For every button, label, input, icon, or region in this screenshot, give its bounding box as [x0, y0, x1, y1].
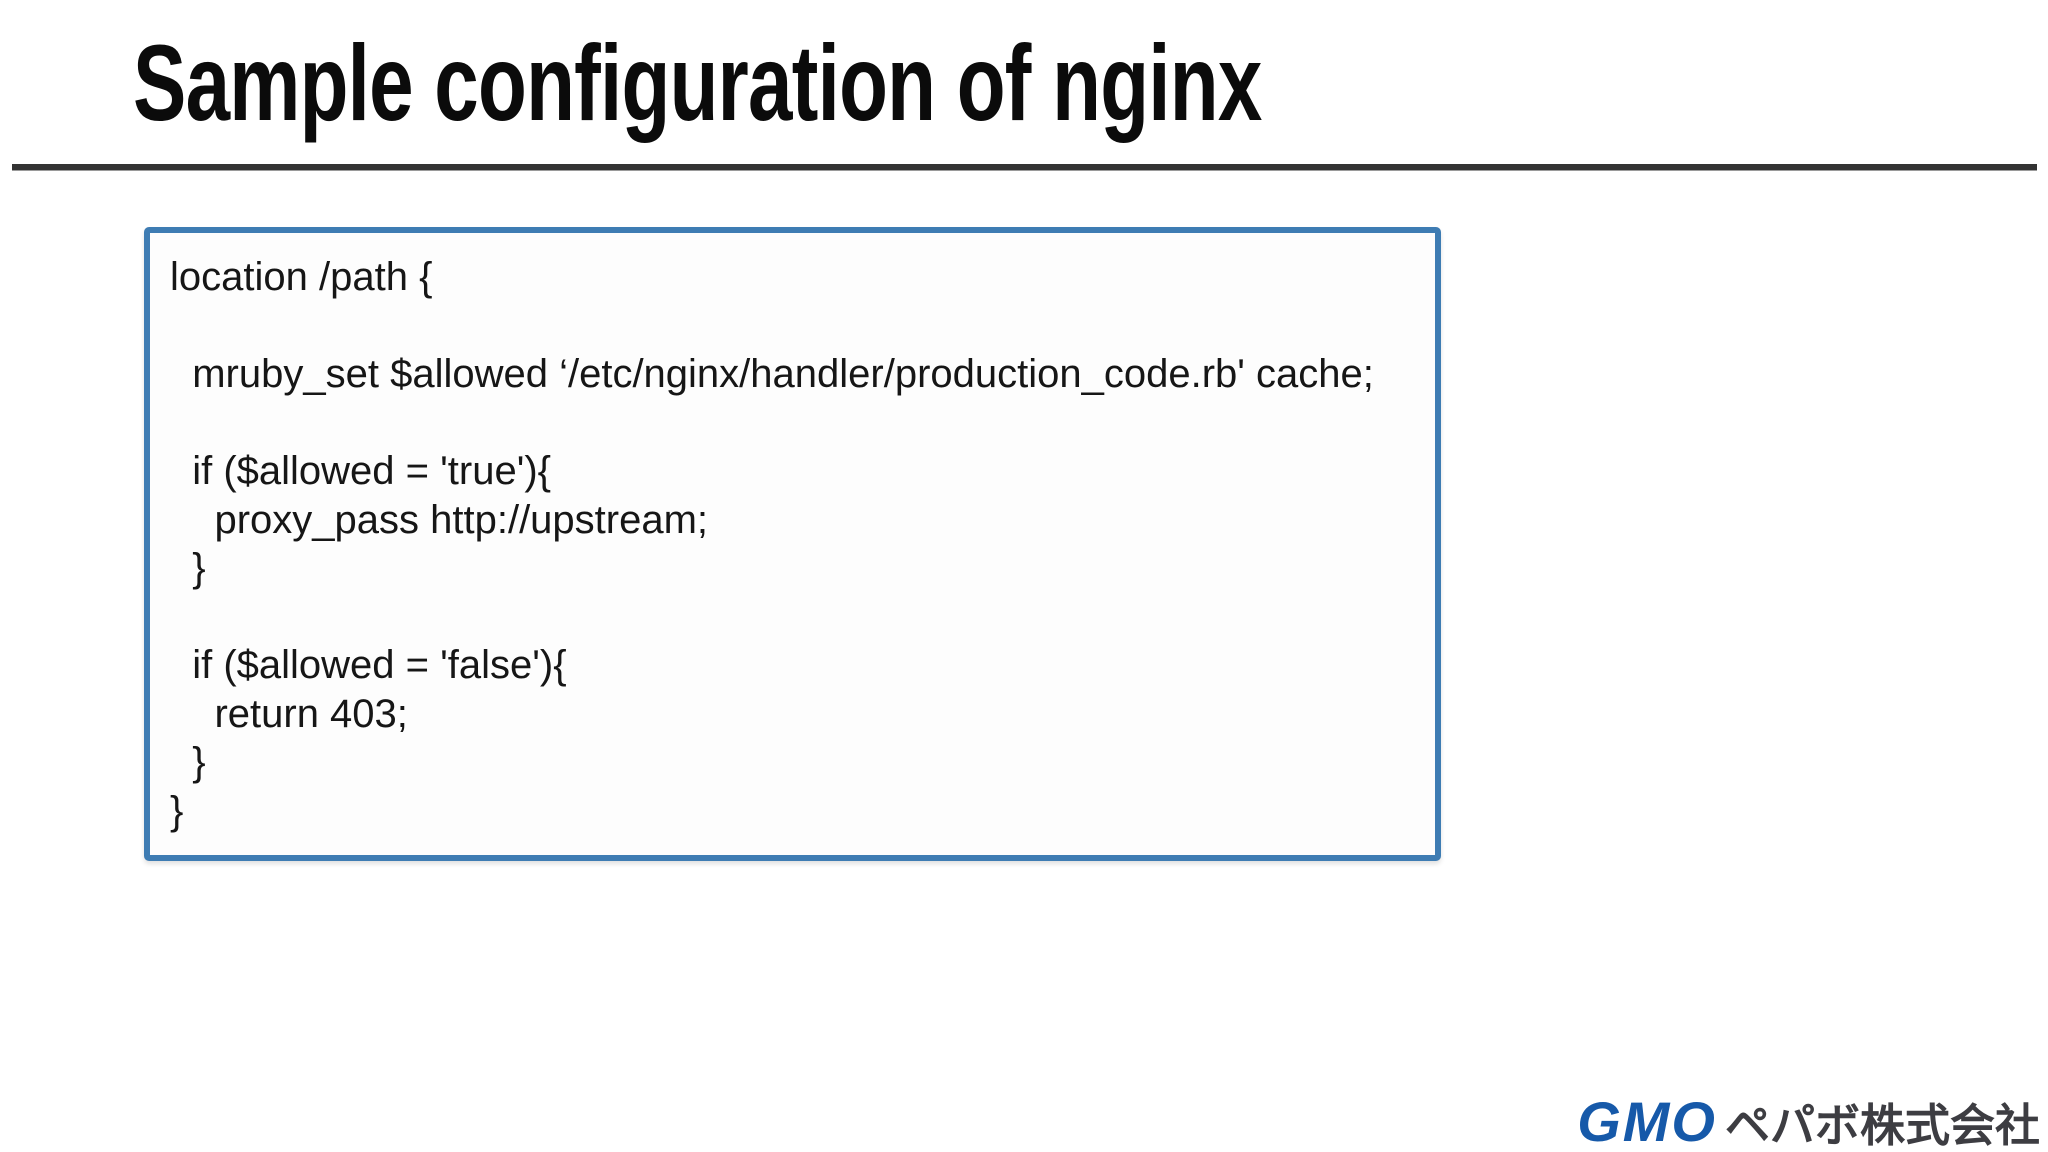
slide-title: Sample configuration of nginx [133, 29, 1658, 137]
nginx-code: location /path { mruby_set $allowed ‘/et… [170, 255, 1374, 833]
gmo-logo-text: GMO [1577, 1090, 1717, 1152]
pepabo-logo-text: ペパボ株式会社 [1724, 1100, 2040, 1151]
title-rule [12, 164, 2037, 171]
slide-title-text: Sample configuration of nginx [133, 22, 1262, 143]
code-box: location /path { mruby_set $allowed ‘/et… [144, 227, 1441, 861]
